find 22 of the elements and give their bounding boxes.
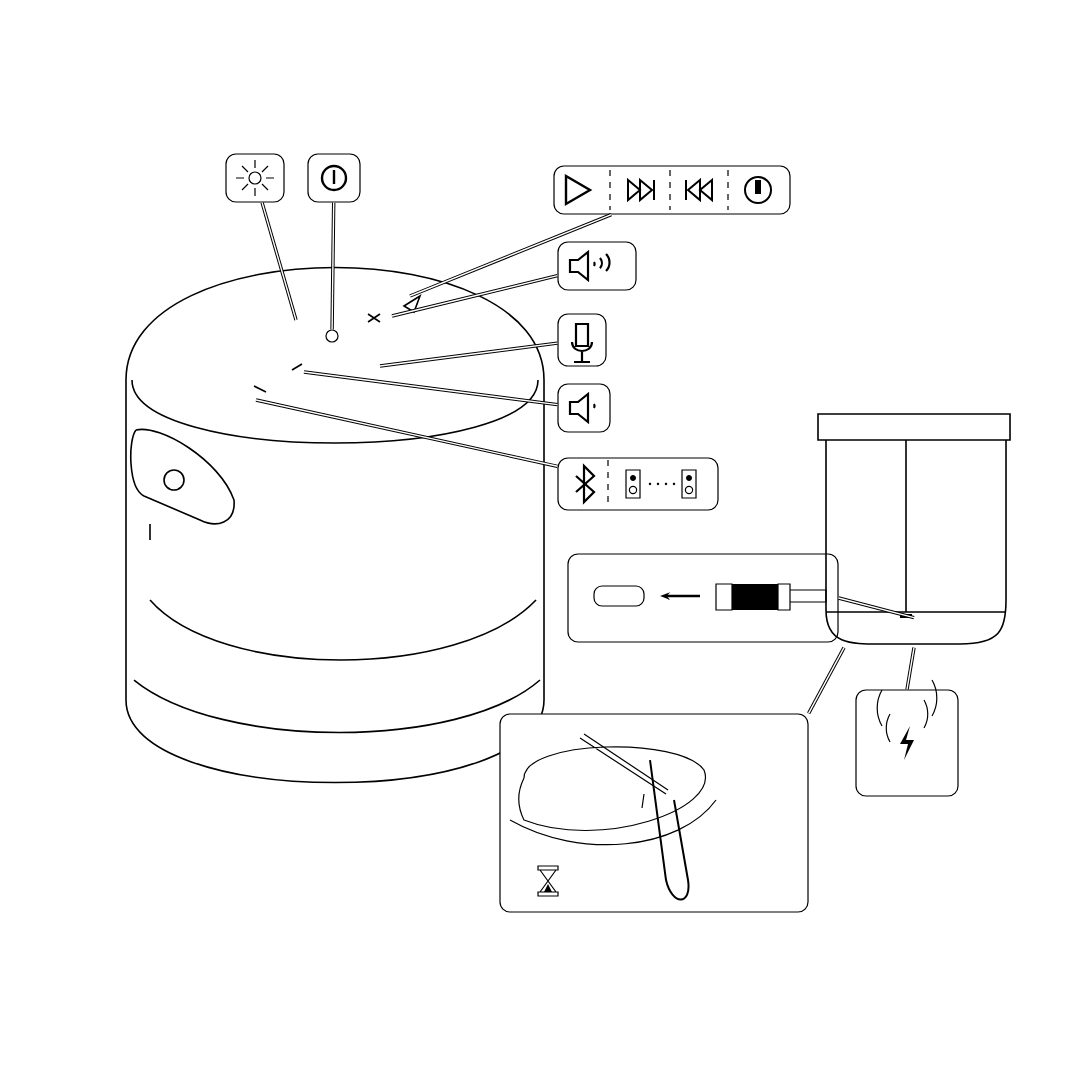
callout-box — [855, 689, 959, 797]
speaker-drawing — [817, 413, 1011, 645]
leader-line — [260, 201, 298, 321]
leader-line — [391, 274, 559, 318]
callout-box — [553, 165, 791, 215]
power-button — [325, 329, 339, 343]
callout-box — [567, 553, 839, 643]
leader-line — [837, 596, 915, 620]
callout-box — [557, 241, 637, 291]
callout-box — [225, 153, 285, 203]
leader-line — [409, 213, 612, 298]
leader-line — [255, 398, 559, 468]
leader-line — [330, 201, 336, 331]
leader-line — [905, 646, 916, 691]
callout-box — [307, 153, 361, 203]
callout-box — [557, 457, 719, 511]
leader-line — [303, 370, 559, 407]
leader-line — [379, 341, 559, 368]
leader-line — [807, 646, 846, 715]
callout-box — [557, 383, 611, 433]
callout-box — [557, 313, 607, 367]
callout-box — [499, 713, 809, 913]
